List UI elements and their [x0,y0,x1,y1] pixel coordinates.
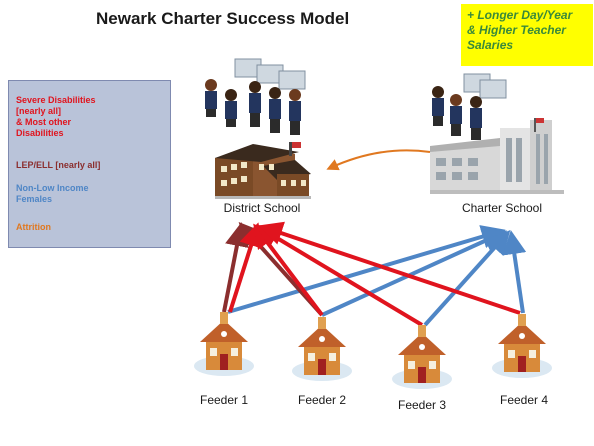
legend-line: [nearly all] [16,106,62,116]
policy-note: + Longer Day/Year & Higher Teacher Salar… [461,4,593,66]
legend-line: & Most other [16,117,71,127]
feeder-1-label: Feeder 1 [199,393,249,407]
legend-line: Severe Disabilities [16,95,96,105]
legend-label-lep: LEP/ELL [nearly all] [16,160,100,171]
charter-school-building-icon [430,118,564,194]
legend-label-severe: Severe Disabilities [nearly all] & Most … [16,95,96,139]
legend-line: Non-Low Income [16,183,89,193]
nonlow-arrow-feeder4 [502,230,527,314]
charter-school-label: Charter School [461,201,543,215]
nonlow-arrow-feeder3 [423,230,511,327]
nonlow-arrow-feeder1 [227,225,506,314]
students-icon [205,58,306,135]
legend-line: Disabilities [16,128,64,138]
severe-arrow-feeder4 [258,221,521,315]
feeder-4-label: Feeder 4 [499,393,549,407]
legend: Severe Disabilities [nearly all] & Most … [8,80,171,248]
legend-line: Attrition [16,222,51,232]
severe-arrow-feeder1 [228,222,263,313]
attrition-arrow [326,149,431,171]
legend-label-nonlow: Non-Low Income Females [16,183,89,205]
policy-note-line: Salaries [467,38,514,52]
legend-label-attrition: Attrition [16,222,51,233]
legend-line: LEP/ELL [nearly all] [16,160,101,170]
diagram-title: Newark Charter Success Model [96,9,350,28]
policy-note-line: + Longer Day/Year [467,8,573,22]
district-school-label: District School [223,201,301,215]
schoolhouse-icon [292,317,352,381]
students-icon [432,73,507,140]
schoolhouse-icon [194,312,254,376]
feeder-3-label: Feeder 3 [397,398,447,412]
district-school-building-icon [215,142,311,199]
feeder-2-label: Feeder 2 [297,393,347,407]
severe-arrow-feeder3 [255,224,424,327]
legend-line: Females [16,194,53,204]
lep-arrow-feeder1 [222,222,249,313]
schoolhouse-icon [492,314,552,378]
policy-note-line: & Higher Teacher [467,23,566,37]
schoolhouse-icon [392,325,452,389]
